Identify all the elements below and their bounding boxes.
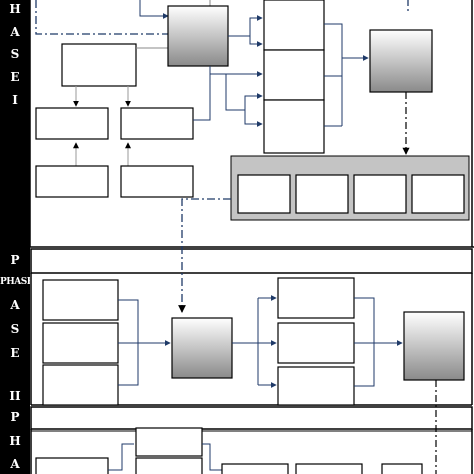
- panel-to-phase2-dashdot: [178, 198, 231, 313]
- phase1-source-box: [61, 43, 137, 87]
- phase2-letter-p: P: [10, 253, 20, 267]
- phase3-bottom-box-2: [295, 463, 363, 474]
- phase2-letter-ii: II: [9, 389, 21, 403]
- phase3-bottom-box-3: [381, 463, 423, 474]
- stack-box-1: [263, 0, 325, 51]
- phase2-input-box-1: [42, 279, 119, 321]
- phase2-output-gradient-box: [403, 311, 465, 381]
- phase1-box-left-upper: [35, 107, 109, 140]
- center-to-stack-top: [228, 15, 263, 37]
- phase2-center-gradient-box: [171, 317, 233, 379]
- phase1-letter-h: H: [9, 2, 21, 16]
- phase2-letter-phase: PHASE: [0, 277, 34, 287]
- stack-box-2: [263, 49, 325, 101]
- panel-box-1: [237, 174, 291, 214]
- phase1-output-gradient-box: [369, 29, 433, 93]
- phase3-header-bar: [30, 406, 473, 430]
- phase2-input-box-3: [42, 364, 119, 406]
- phase3-letter-p: P: [10, 410, 20, 424]
- phase1-center-gradient-box: [167, 5, 229, 67]
- panel-box-4: [411, 174, 465, 214]
- phase3-left-box: [35, 457, 109, 474]
- phase1-letter-i: I: [12, 93, 18, 107]
- right-upper-to-center: [193, 74, 211, 121]
- phase2-mid-box-3: [277, 366, 355, 406]
- top-input-link: [139, 0, 169, 19]
- phase2-input-box-2: [42, 322, 119, 364]
- phase1-box-right-upper: [120, 107, 194, 140]
- phase3-left-link: [108, 443, 134, 471]
- phase3-letter-a: A: [10, 457, 20, 471]
- phase-sidebar: H A S E I P PHASE A S E II P H A: [0, 0, 34, 474]
- center-to-stack-mid: [249, 36, 263, 47]
- phase3-top-box: [135, 427, 203, 457]
- phase2-mid-box-1: [277, 277, 355, 319]
- branch-to-stack-bottom: [244, 110, 263, 127]
- stack-to-right-gradient: [324, 23, 369, 61]
- phase3-bottom-box-1: [221, 463, 289, 474]
- phase3-frame: [30, 429, 473, 474]
- phase2-letter-e: E: [10, 346, 20, 360]
- phase1-box-left-lower: [35, 165, 109, 198]
- phase2-header-bar: [30, 248, 473, 274]
- panel-box-3: [353, 174, 407, 214]
- phase3-letter-h: H: [9, 434, 21, 448]
- phase1-box-right-lower: [120, 165, 194, 198]
- phase1-dashdot-link: [35, 0, 168, 35]
- branch-to-stack-lower: [225, 74, 263, 111]
- phase3-top-box-2: [135, 457, 203, 474]
- phase2-letter-s: S: [10, 322, 20, 336]
- phase3-right-link: [202, 443, 222, 471]
- phase1-letter-a: A: [10, 25, 20, 39]
- phase2-mid-box-2: [277, 322, 355, 364]
- stack-box-3: [263, 99, 325, 154]
- phase2-letter-a: A: [10, 298, 20, 312]
- phase1-frame: [29, 0, 474, 248]
- phase1-letter-s: S: [10, 47, 20, 61]
- phase1-letter-e: E: [10, 70, 20, 84]
- panel-box-2: [295, 174, 349, 214]
- phase2-mid-collector: [354, 297, 375, 387]
- center-down-link: [209, 66, 263, 77]
